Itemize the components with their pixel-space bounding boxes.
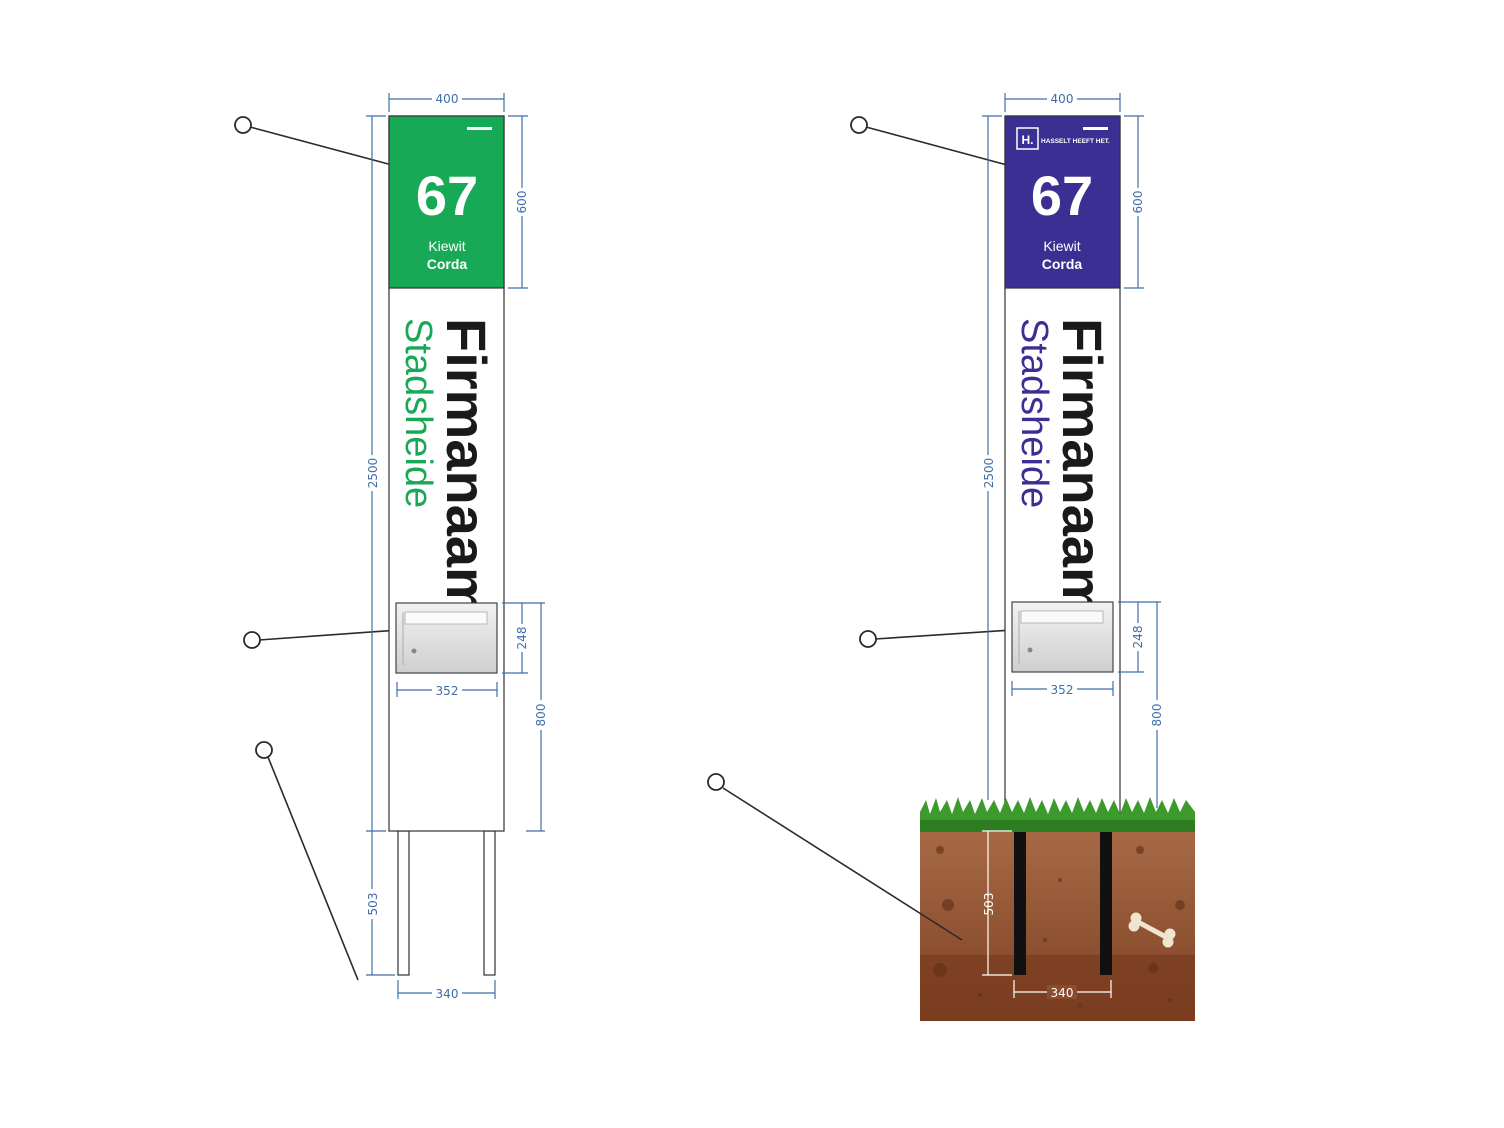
dim-panel-height: 600	[515, 191, 529, 214]
bone-icon	[1128, 912, 1176, 948]
dim-mailbox-height: 248	[515, 627, 529, 650]
header-panel	[1004, 115, 1121, 289]
dim-mailbox-elevation: 800	[534, 704, 548, 727]
dim-leg-spacing: 340	[1051, 986, 1074, 1000]
company-name: Firmanaam	[1051, 318, 1114, 617]
logo-mark: H.	[1022, 133, 1034, 147]
dim-mailbox-height: 248	[1131, 626, 1145, 649]
dim-mailbox-elevation: 800	[1150, 704, 1164, 727]
area-name: Stadsheide	[1013, 318, 1055, 508]
logo-words: HASSELT HEEFT HET.	[1041, 138, 1110, 145]
callout-marker	[243, 631, 261, 649]
area-name: Stadsheide	[397, 318, 439, 508]
house-number: 67	[416, 164, 478, 227]
header-panel	[388, 115, 505, 289]
dim-panel-height: 600	[1131, 191, 1145, 214]
city-logo: H. HASSELT HEEFT HET.	[1016, 127, 1110, 150]
dim-mailbox-width: 352	[436, 684, 459, 698]
callout-marker	[234, 116, 252, 134]
dimension-lines: 400 600 2500 503 248 800 352 340	[364, 92, 549, 1001]
post-leg	[1014, 832, 1026, 975]
district-name: Kiewit	[428, 238, 465, 254]
callout-marker	[850, 116, 868, 134]
dim-width: 400	[436, 92, 459, 106]
signpost-green: 67 Kiewit Corda Firmanaam Stadsheide 400…	[234, 92, 549, 1001]
dim-width: 400	[1051, 92, 1074, 106]
callout-line	[722, 787, 963, 941]
post-leg	[397, 830, 410, 976]
dim-total-height: 2500	[366, 458, 380, 489]
dash-mark	[1083, 127, 1108, 130]
dim-foundation: 503	[982, 893, 996, 916]
callout-marker	[707, 773, 725, 791]
callout-line	[267, 756, 359, 981]
mailbox	[395, 602, 498, 674]
post-leg	[483, 830, 496, 976]
dim-mailbox-width: 352	[1051, 683, 1074, 697]
dim-total-height: 2500	[982, 458, 996, 489]
post-leg	[1100, 832, 1112, 975]
callout-marker	[859, 630, 877, 648]
mailbox	[1011, 601, 1114, 673]
dash-mark	[467, 127, 492, 130]
company-name: Firmanaam	[435, 318, 498, 617]
dim-foundation: 503	[366, 893, 380, 916]
street-name: Corda	[1042, 256, 1083, 272]
dimension-lines: 400 600 2500 503 248 800 352 340	[980, 92, 1165, 1000]
street-name: Corda	[427, 256, 468, 272]
house-number: 67	[1031, 164, 1093, 227]
district-name: Kiewit	[1043, 238, 1080, 254]
signpost-purple: H. HASSELT HEEFT HET. 67 Kiewit Corda Fi…	[707, 92, 1195, 1021]
dim-leg-spacing: 340	[436, 987, 459, 1001]
callout-marker	[255, 741, 273, 759]
